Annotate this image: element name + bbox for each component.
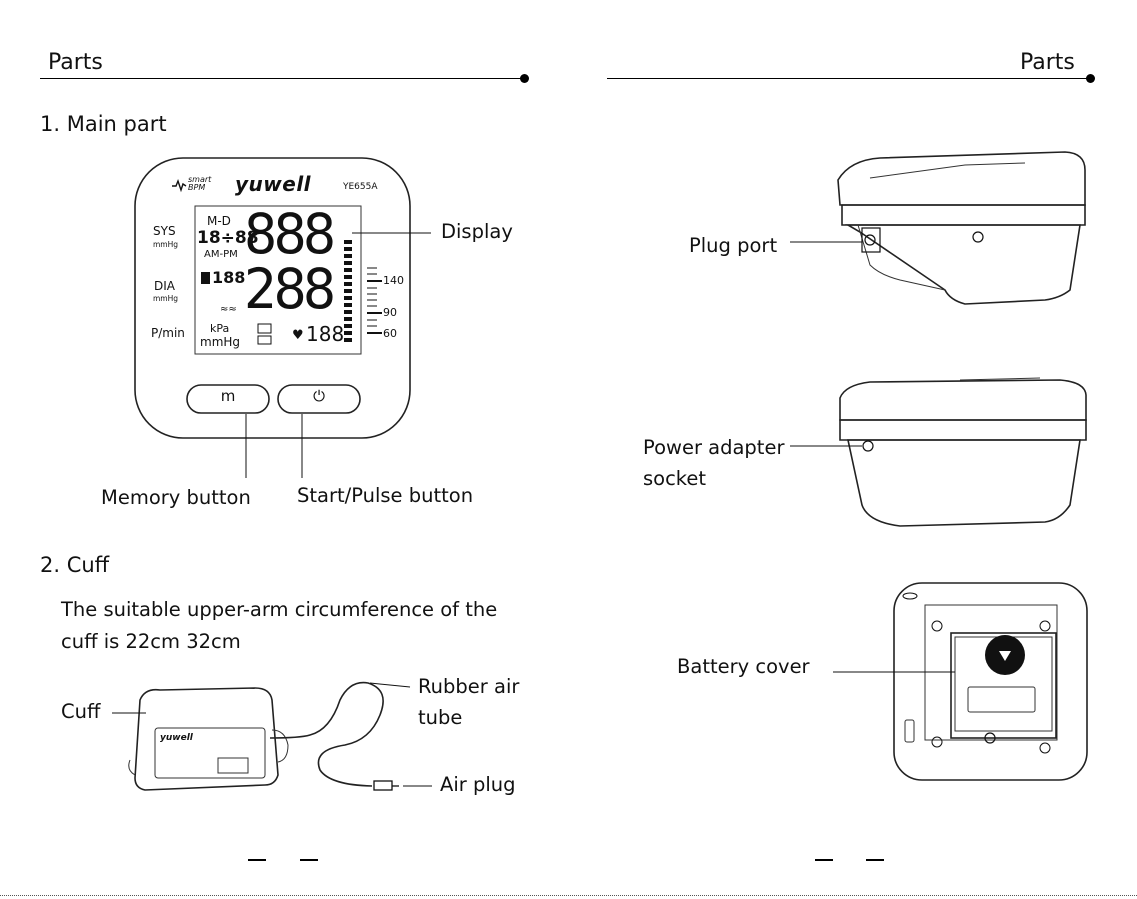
sys-unit: mmHg	[153, 240, 179, 249]
cuff-brand: yuwell	[160, 733, 193, 743]
scale-label-60: 60	[383, 327, 397, 340]
callout-tube-line1: Rubber air	[418, 675, 520, 698]
lcd-md: M-D	[207, 214, 231, 228]
lcd-ampm: AM-PM	[204, 249, 238, 260]
sys-label: SYS	[153, 224, 176, 238]
model-number: YE655A	[343, 182, 378, 192]
scale-label-90: 90	[383, 306, 397, 319]
left-page-header: Parts	[48, 50, 103, 75]
right-header-rule	[607, 78, 1090, 79]
callout-tube-line2: tube	[418, 706, 463, 729]
lcd-bar-graph	[344, 240, 352, 342]
right-header-dot	[1086, 74, 1095, 83]
brand-small-line1: smart	[188, 175, 212, 184]
callout-battery-cover: Battery cover	[677, 655, 810, 678]
callout-plug-port: Plug port	[689, 234, 778, 257]
page-bottom-edge	[0, 895, 1137, 896]
lcd-big-top: 888	[244, 202, 336, 266]
lcd-units-kpa: kPa	[210, 322, 230, 335]
right-footer-mark-1	[815, 859, 833, 861]
scale-label-140: 140	[383, 274, 404, 287]
callout-display: Display	[441, 220, 513, 243]
callout-power-adapter-line1: Power adapter	[643, 436, 785, 459]
memory-button[interactable]: m	[220, 387, 236, 405]
section-cuff-title: 2. Cuff	[40, 553, 110, 577]
dia-unit: mmHg	[153, 294, 179, 303]
callout-power-adapter-line2: socket	[643, 467, 707, 490]
left-header-rule	[40, 78, 525, 79]
dia-label: DIA	[154, 279, 175, 293]
callout-air-plug: Air plug	[440, 773, 516, 796]
callout-cuff: Cuff	[61, 700, 101, 723]
lcd-memory-digits: 188	[212, 268, 246, 287]
pressure-scale-ticks	[367, 267, 382, 334]
left-footer-mark-2	[300, 859, 318, 861]
brand-logo: yuwell	[235, 172, 312, 196]
heart-icon: ♥	[292, 328, 304, 343]
section-main-part-title: 1. Main part	[40, 112, 167, 136]
right-footer-mark-2	[866, 859, 884, 861]
power-icon[interactable]: ⏻	[313, 387, 325, 405]
lcd-date: 18÷88	[197, 228, 259, 248]
right-page-header: Parts	[1020, 50, 1075, 75]
lcd-big-mid: 288	[244, 257, 336, 321]
lcd-units-mmhg: mmHg	[200, 335, 241, 349]
callout-start-button: Start/Pulse button	[297, 484, 474, 507]
pulse-label: P/min	[151, 326, 185, 340]
trend-arrows-icon: ≈≈	[220, 304, 237, 315]
brand-small-line2: BPM	[188, 183, 206, 192]
left-footer-mark-1	[248, 859, 266, 861]
cuff-paragraph: The suitable upper-arm circumference of …	[61, 598, 498, 653]
callout-memory-button: Memory button	[101, 486, 251, 509]
lcd-pulse-digits: 188	[306, 322, 345, 346]
left-header-dot	[520, 74, 529, 83]
